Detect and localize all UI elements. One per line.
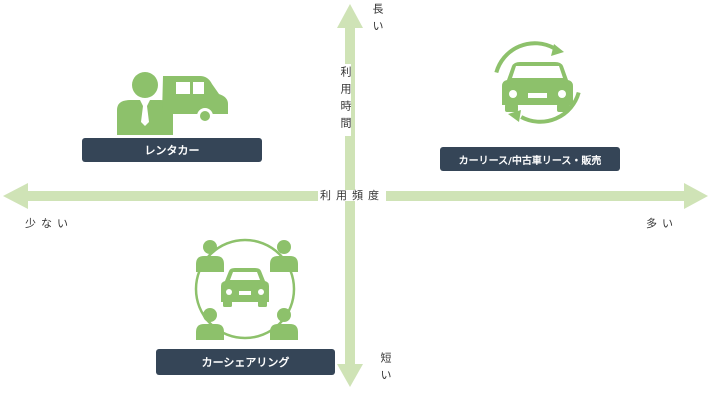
horizontal-axis-title: 利用頻度 — [318, 189, 386, 202]
horizontal-axis-right-label: 多い — [646, 217, 678, 230]
car-lease-label: カーリース/中古車リース・販売 — [440, 147, 620, 171]
horizontal-axis-left-label: 少ない — [25, 217, 73, 230]
vertical-axis-title: 利用時間 — [339, 64, 352, 136]
car-lease-icon — [494, 41, 581, 124]
car-sharing-icon — [194, 238, 298, 340]
vertical-axis-bottom-label: 短い — [379, 352, 392, 386]
car-sharing-label: カーシェアリング — [156, 349, 335, 375]
rental-car-label: レンタカー — [82, 138, 262, 162]
rental-car-icon — [117, 72, 228, 135]
vertical-axis-top-label: 長い — [371, 3, 384, 37]
